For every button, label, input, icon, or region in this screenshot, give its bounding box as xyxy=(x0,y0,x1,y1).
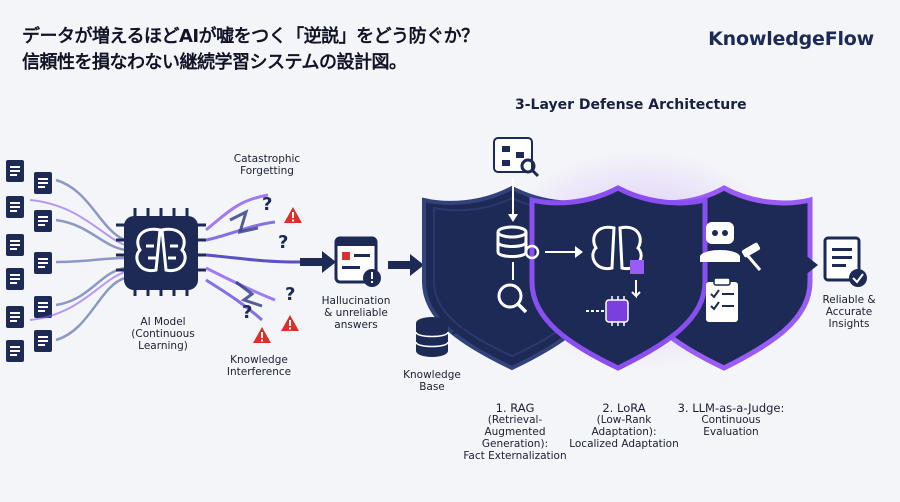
arrow-icon xyxy=(300,251,336,273)
title-line-2: 信頼性を損なわない継続学習システムの設計図。 xyxy=(22,52,407,73)
question-icon: ? xyxy=(285,284,295,305)
layer-lora-caption: 2. LoRA (Low-Rank Adaptation):Localized … xyxy=(569,401,679,450)
title-line-1: データが増えるほどAIが嘘をつく「逆説」をどう防ぐか？ xyxy=(22,26,479,47)
gavel-icon xyxy=(741,242,762,271)
warning-icon xyxy=(281,315,299,331)
hallucination-doc-icon xyxy=(334,236,381,287)
shield-lora xyxy=(529,185,708,371)
network-search-icon xyxy=(493,137,540,178)
checklist-icon xyxy=(706,277,738,322)
chip-brain-icon xyxy=(116,208,206,296)
question-icon: ? xyxy=(242,302,252,323)
question-icon: ? xyxy=(278,232,288,253)
robot-icon xyxy=(700,222,740,262)
brain-icon xyxy=(591,225,643,271)
report-check-icon xyxy=(823,236,867,287)
architecture-title: 3-Layer Defense Architecture xyxy=(515,97,747,113)
brand-logo: KnowledgeFlow xyxy=(708,28,874,50)
search-icon xyxy=(497,283,528,314)
warning-icon xyxy=(253,327,271,343)
chip-icon xyxy=(605,296,629,326)
chaos-streams xyxy=(205,193,301,322)
arrow-icon xyxy=(388,254,424,276)
input-flow-lines xyxy=(55,178,126,342)
ai-model-label: AI Model(Continuous Learning) xyxy=(131,316,195,352)
database-icon xyxy=(415,317,449,357)
page-title: データが増えるほどAIが嘘をつく「逆説」をどう防ぐか？ 信頼性を損なわない継続学… xyxy=(22,24,479,76)
layer-judge-caption: 3. LLM-as-a-Judge: Continuous Evaluation xyxy=(677,401,785,438)
question-icon: ? xyxy=(262,194,272,215)
warning-icon xyxy=(284,207,302,223)
document-icons xyxy=(6,160,52,362)
